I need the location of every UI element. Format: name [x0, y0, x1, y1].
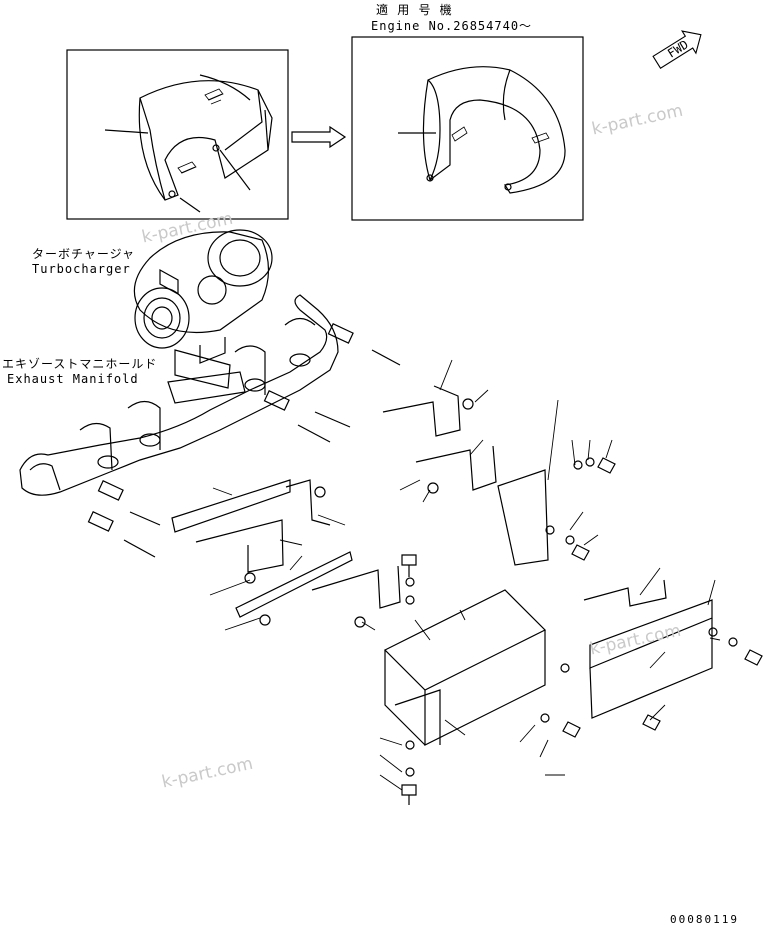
turbocharger-label-en: Turbocharger: [32, 262, 131, 276]
exhaust-manifold-label-jp: エキゾーストマニホールド: [2, 357, 158, 371]
leader-lines: [209, 359, 721, 791]
applicable-engine-number: Engine No.26854740～: [371, 19, 533, 33]
washers: [405, 457, 738, 777]
old-heat-shield-inset: [66, 49, 289, 220]
new-heat-shield-inset: [351, 36, 584, 221]
drawing-number: 00080119: [670, 913, 739, 926]
fwd-direction-badge: FWD: [652, 30, 702, 69]
applicable-label-jp: 適 用 号 機: [376, 3, 453, 17]
turbocharger-label-jp: ターボチャージャ: [32, 247, 136, 261]
exhaust-manifold-label-en: Exhaust Manifold: [7, 372, 139, 386]
turbocharger: [133, 229, 273, 389]
small-bolts: [401, 457, 763, 805]
heat-shield-cover: [383, 589, 547, 746]
fwd-arrow-icon: [652, 30, 702, 69]
grille-icon: [451, 126, 550, 144]
exhaust-manifold: [19, 294, 339, 496]
brackets: [171, 385, 713, 719]
change-arrow-icon: [291, 125, 347, 149]
bolts-and-sleeves: [87, 323, 474, 628]
grille-icon: [177, 88, 224, 174]
